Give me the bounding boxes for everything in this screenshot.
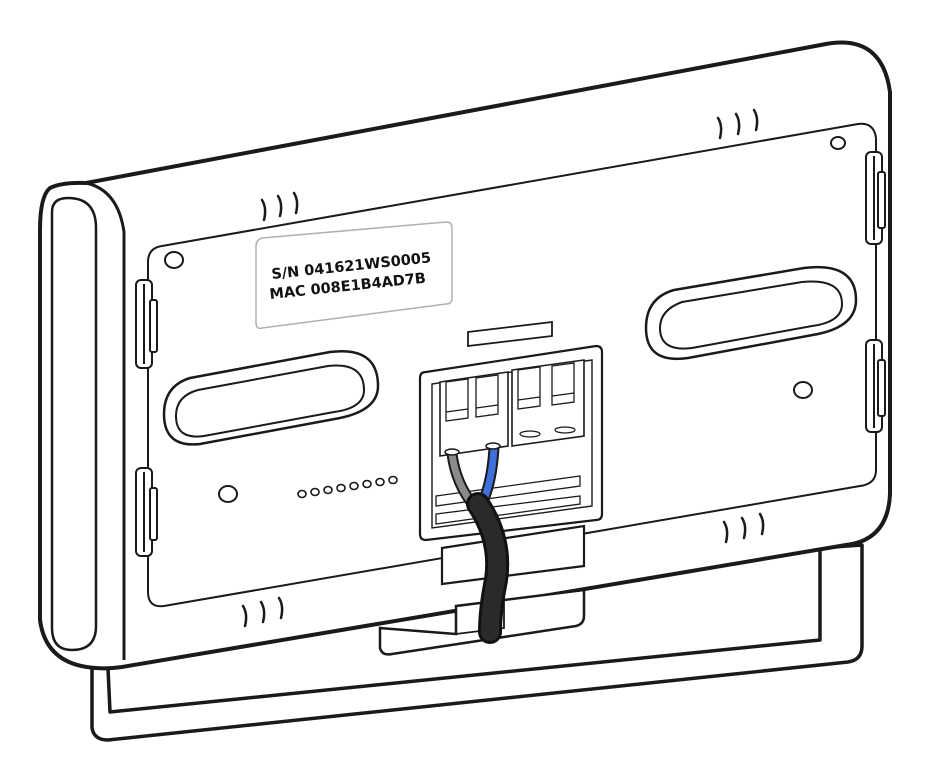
main-cable [466, 492, 510, 644]
serial-label: S/N 041621WS0005 MAC 008E1B4AD7B [255, 221, 453, 330]
inner-frame [147, 122, 877, 608]
device-housing [38, 40, 892, 671]
side-clips [135, 151, 886, 557]
mount-ovals [162, 265, 858, 446]
side-cap-recess [50, 196, 98, 652]
vent-marks [241, 108, 765, 628]
screw-holes [164, 136, 846, 503]
indicator-dots [297, 475, 398, 499]
